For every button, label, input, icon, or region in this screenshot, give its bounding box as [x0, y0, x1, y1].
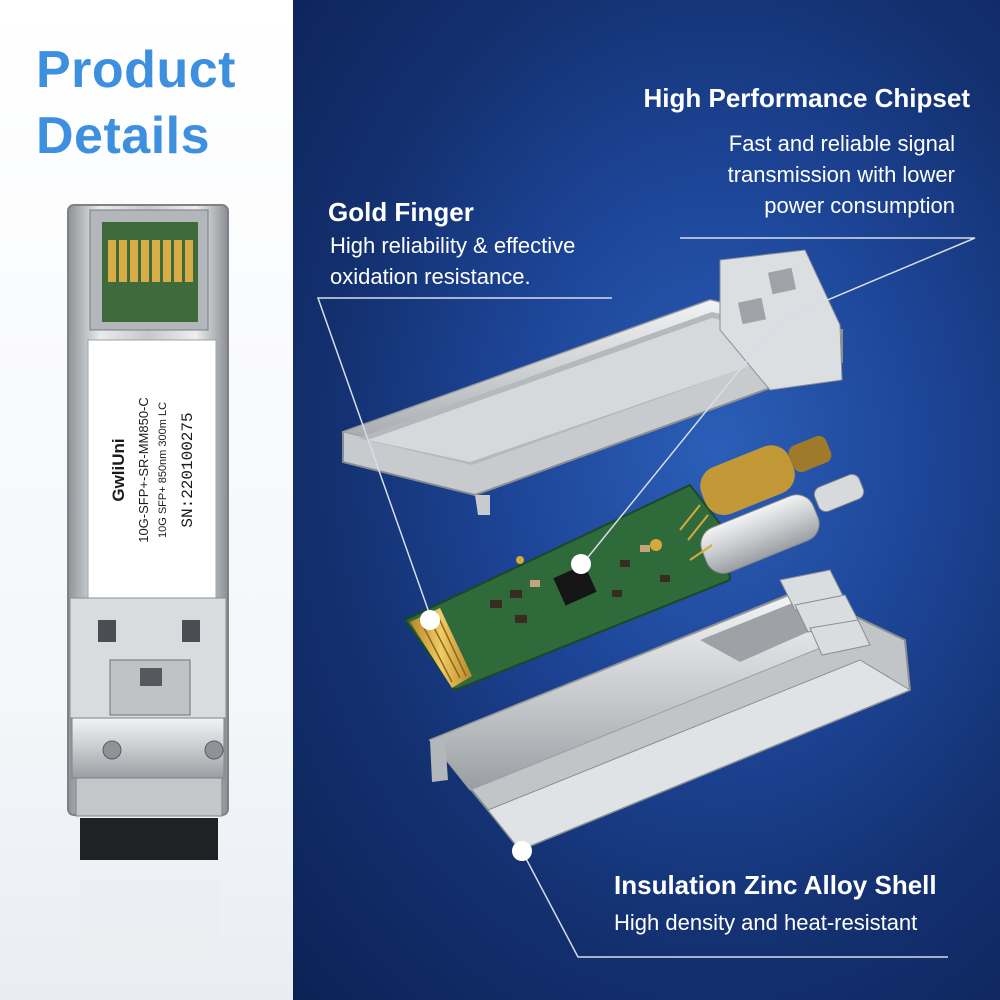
shell-heading: Insulation Zinc Alloy Shell — [614, 870, 937, 900]
rosa-component — [700, 494, 820, 574]
gold-finger-pins-top — [108, 240, 193, 282]
gold-finger-line-2: oxidation resistance. — [330, 264, 531, 289]
chipset-line-2: transmission with lower — [727, 162, 955, 187]
chipset-callout — [579, 237, 976, 568]
shell-description: High density and heat-resistant — [614, 907, 917, 938]
chipset-marker — [571, 554, 591, 574]
shell-callout — [521, 850, 948, 958]
top-cover — [341, 249, 844, 515]
pcb-edge — [102, 222, 198, 322]
page-title-line2: Details — [36, 107, 211, 165]
reflection — [80, 880, 218, 980]
tosa-component — [700, 445, 795, 516]
optical-components — [679, 435, 865, 574]
module-label — [87, 339, 217, 599]
screw-icon — [204, 740, 224, 760]
chipset — [553, 564, 597, 606]
sfp-module — [67, 204, 229, 980]
callout-lines — [316, 237, 976, 958]
gold-finger-line-1: High reliability & effective — [330, 233, 576, 258]
label-serial: SN:220100275 — [179, 412, 197, 527]
chipset-heading: High Performance Chipset — [643, 83, 970, 113]
bottom-shell — [428, 569, 912, 852]
page-title-line1: Product — [36, 41, 236, 99]
gold-finger-heading: Gold Finger — [328, 197, 474, 227]
chipset-description: Fast and reliable signal transmission wi… — [560, 128, 955, 221]
shell-line-1: High density and heat-resistant — [614, 910, 918, 935]
label-brand: GwliUni — [109, 438, 128, 501]
gold-finger-callout — [316, 297, 612, 622]
chipset-line-1: Fast and reliable signal — [728, 131, 955, 156]
gold-finger-marker — [420, 610, 440, 630]
right-panel — [293, 0, 1000, 1000]
shell-marker — [512, 841, 532, 861]
label-model: 10G-SFP+-SR-MM850-C — [136, 397, 151, 543]
chipset-line-3: power consumption — [764, 193, 955, 218]
screw-icon — [102, 740, 122, 760]
label-spec: 10G SFP+ 850nm 300m LC — [157, 402, 169, 538]
gold-finger-description: High reliability & effective oxidation r… — [330, 230, 630, 292]
lc-connector-port — [80, 818, 218, 860]
module-label-text: GwliUni 10G-SFP+-SR-MM850-C 10G SFP+ 850… — [109, 397, 197, 543]
